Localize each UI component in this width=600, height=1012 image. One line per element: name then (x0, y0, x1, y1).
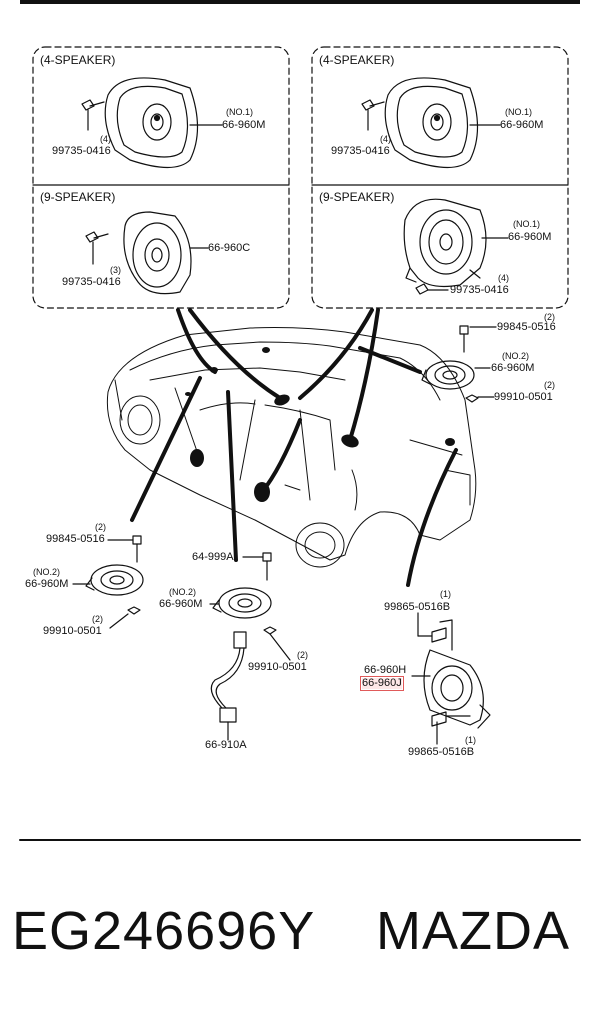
panel-br-part: 66-960M (508, 231, 552, 243)
footer-brand: MAZDA (376, 901, 570, 961)
tweeter-bottom-qty: (1) (465, 735, 476, 745)
panel-tl-part: 66-960M (222, 119, 266, 131)
right-part: 66-960M (491, 362, 535, 374)
panel-br-screw-qty: (4) (498, 273, 509, 283)
oval-speaker-tl (104, 77, 223, 169)
screw-br (415, 283, 449, 295)
panel-bl-header: (9-SPEAKER) (40, 190, 116, 204)
footer-part-number: EG246696Y (12, 901, 316, 961)
panel-tl-screw-part: 99735-0416 (52, 145, 111, 157)
panel-right-box (311, 46, 569, 309)
screw-tr (361, 99, 385, 131)
panel-tr-screw-qty: (4) (380, 134, 391, 144)
panel-left-box (32, 46, 290, 309)
harness-66-910a (210, 631, 247, 741)
harness-part: 66-910A (205, 739, 247, 751)
panel-tl-no: (NO.1) (226, 107, 253, 117)
tweeter-assembly (411, 612, 491, 745)
panel-bl-screw-part: 99735-0416 (62, 276, 121, 288)
panel-bl-screw-qty: (3) (110, 265, 121, 275)
tweeter-bottom-part: 99865-0516B (408, 746, 475, 758)
left-bolt-part: 99845-0516 (46, 533, 105, 545)
center-nut-qty: (2) (297, 650, 308, 660)
center-nut-part: 99910-0501 (248, 661, 307, 673)
right-nut-qty: (2) (544, 380, 555, 390)
right-bolt-part: 99845-0516 (497, 321, 556, 333)
tweeter-part-j: 66-960J (360, 676, 404, 691)
speaker-center-no2 (209, 552, 291, 661)
panel-tr-screw-part: 99735-0416 (331, 145, 390, 157)
panel-tl-screw-qty: (4) (100, 134, 111, 144)
screw-bl (85, 231, 109, 265)
panel-tl-header: (4-SPEAKER) (40, 53, 116, 67)
car-outline (106, 327, 477, 568)
right-bolt-qty: (2) (544, 312, 555, 322)
left-nut-qty: (2) (92, 614, 103, 624)
round-speaker-bl (123, 211, 209, 295)
right-no: (NO.2) (502, 351, 529, 361)
left-bolt-qty: (2) (95, 522, 106, 532)
speaker-left-no2 (72, 535, 144, 629)
panel-tr-no: (NO.1) (505, 107, 532, 117)
panel-br-screw-part: 99735-0416 (450, 284, 509, 296)
panel-br-header: (9-SPEAKER) (319, 190, 395, 204)
tweeter-part-h: 66-960H (364, 664, 407, 676)
left-nut-part: 99910-0501 (43, 625, 102, 637)
left-no: (NO.2) (33, 567, 60, 577)
center-no: (NO.2) (169, 587, 196, 597)
panel-tr-part: 66-960M (500, 119, 544, 131)
bracket-speaker-br (403, 198, 509, 288)
center-part: 66-960M (159, 598, 203, 610)
left-part: 66-960M (25, 578, 69, 590)
screw-tl (81, 99, 105, 131)
right-nut-part: 99910-0501 (494, 391, 553, 403)
tweeter-top-part: 99865-0516B (384, 601, 451, 613)
panel-br-no: (NO.1) (513, 219, 540, 229)
oval-speaker-tr (384, 77, 501, 169)
center-bolt-part: 64-999A (192, 551, 234, 563)
tweeter-top-qty: (1) (440, 589, 451, 599)
panel-bl-part: 66-960C (208, 242, 251, 254)
speaker-right-no2 (421, 325, 497, 403)
panel-tr-header: (4-SPEAKER) (319, 53, 395, 67)
